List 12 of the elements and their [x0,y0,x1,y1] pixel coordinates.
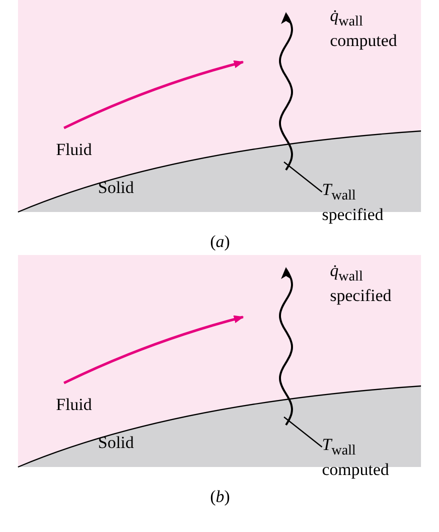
figure-caption: (a) [209,232,231,252]
region-label: Solid [98,178,135,198]
heat-flux-label: q̇$_{wall}$ specified [330,261,392,306]
figure-caption: (b) [209,487,231,507]
heat-flux-label: q̇$_{wall}$ computed [330,6,398,52]
leader-line [284,162,322,192]
region-label: Solid [98,433,135,453]
temperature-label: T$_{wall}$ computed [322,435,417,480]
leader-line [284,416,322,448]
region-label: Fluid [56,395,93,415]
region-label: Fluid [56,140,93,160]
temperature-label: T$_{wall}$ specified [322,180,417,226]
